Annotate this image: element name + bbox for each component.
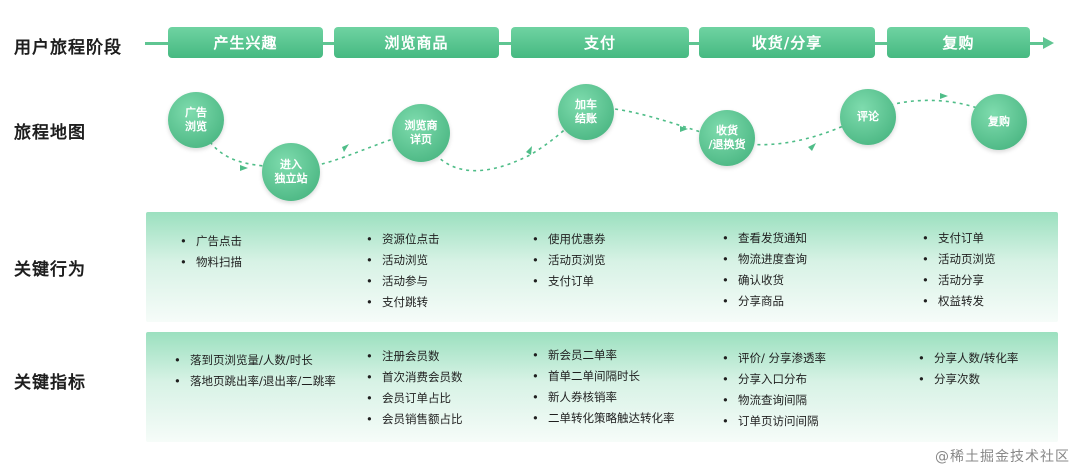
behavior-col-pay: 使用优惠券 活动页浏览 支付订单 [532,229,606,292]
node-receive-return: 收货 /退换货 [699,110,755,166]
node-enter-site: 进入 独立站 [262,143,320,201]
list-item: 活动页浏览 [922,249,996,270]
list-item: 会员订单占比 [366,388,463,409]
list-item: 首单二单间隔时长 [532,366,675,387]
row-label-stage: 用户旅程阶段 [14,38,122,58]
list-item: 评价/ 分享渗透率 [722,348,826,369]
list-item: 物流进度查询 [722,249,807,270]
row-label-map: 旅程地图 [14,123,86,143]
node-repurchase: 复购 [971,94,1027,150]
node-product-detail: 浏览商 详页 [392,104,450,162]
list-item: 活动浏览 [366,250,440,271]
list-item: 权益转发 [922,291,996,312]
list-item: 分享商品 [722,291,807,312]
list-item: 支付跳转 [366,292,440,313]
behavior-col-interest: 广告点击 物料扫描 [180,231,242,273]
stage-browse: 浏览商品 [334,27,499,58]
behavior-col-browse: 资源位点击 活动浏览 活动参与 支付跳转 [366,229,440,313]
node-ad-browse: 广告 浏览 [168,92,224,148]
path-arrow-icon [808,143,816,151]
row-label-behavior: 关键行为 [14,260,86,280]
list-item: 注册会员数 [366,346,463,367]
stage-repurchase: 复购 [887,27,1030,58]
list-item: 分享次数 [918,369,1018,390]
list-item: 活动分享 [922,270,996,291]
stage-receive-share: 收货/分享 [699,27,875,58]
metrics-col-pay: 新会员二单率 首单二单间隔时长 新人券核销率 二单转化策略触达转化率 [532,345,675,429]
path-arrow-icon [342,144,349,152]
path-arrow-icon [680,126,688,132]
list-item: 新人券核销率 [532,387,675,408]
watermark: @稀土掘金技术社区 [935,449,1070,465]
path-arrow-icon [940,93,948,99]
list-item: 分享入口分布 [722,369,826,390]
node-cart-checkout: 加车 结账 [558,84,614,140]
metrics-col-interest: 落到页浏览量/人数/时长 落地页跳出率/退出率/二跳率 [174,350,336,392]
list-item: 物料扫描 [180,252,242,273]
list-item: 分享人数/转化率 [918,348,1018,369]
list-item: 支付订单 [532,271,606,292]
metrics-col-receive: 评价/ 分享渗透率 分享入口分布 物流查询间隔 订单页访问间隔 [722,348,826,432]
metrics-col-browse: 注册会员数 首次消费会员数 会员订单占比 会员销售额占比 [366,346,463,430]
list-item: 活动页浏览 [532,250,606,271]
metrics-col-repurchase: 分享人数/转化率 分享次数 [918,348,1018,390]
list-item: 查看发货通知 [722,228,807,249]
list-item: 物流查询间隔 [722,390,826,411]
stage-interest: 产生兴趣 [168,27,323,58]
list-item: 活动参与 [366,271,440,292]
behavior-col-repurchase: 支付订单 活动页浏览 活动分享 权益转发 [922,228,996,312]
list-item: 落到页浏览量/人数/时长 [174,350,336,371]
row-label-metrics: 关键指标 [14,373,86,393]
list-item: 会员销售额占比 [366,409,463,430]
list-item: 新会员二单率 [532,345,675,366]
list-item: 支付订单 [922,228,996,249]
list-item: 使用优惠券 [532,229,606,250]
list-item: 落地页跳出率/退出率/二跳率 [174,371,336,392]
path-arrow-icon [526,146,532,155]
path-arrow-icon [240,165,248,171]
node-review: 评论 [840,89,896,145]
list-item: 确认收货 [722,270,807,291]
stage-pay: 支付 [511,27,689,58]
list-item: 资源位点击 [366,229,440,250]
list-item: 订单页访问间隔 [722,411,826,432]
timeline-arrow-icon [1043,37,1054,49]
list-item: 首次消费会员数 [366,367,463,388]
behavior-col-receive: 查看发货通知 物流进度查询 确认收货 分享商品 [722,228,807,312]
list-item: 广告点击 [180,231,242,252]
list-item: 二单转化策略触达转化率 [532,408,675,429]
